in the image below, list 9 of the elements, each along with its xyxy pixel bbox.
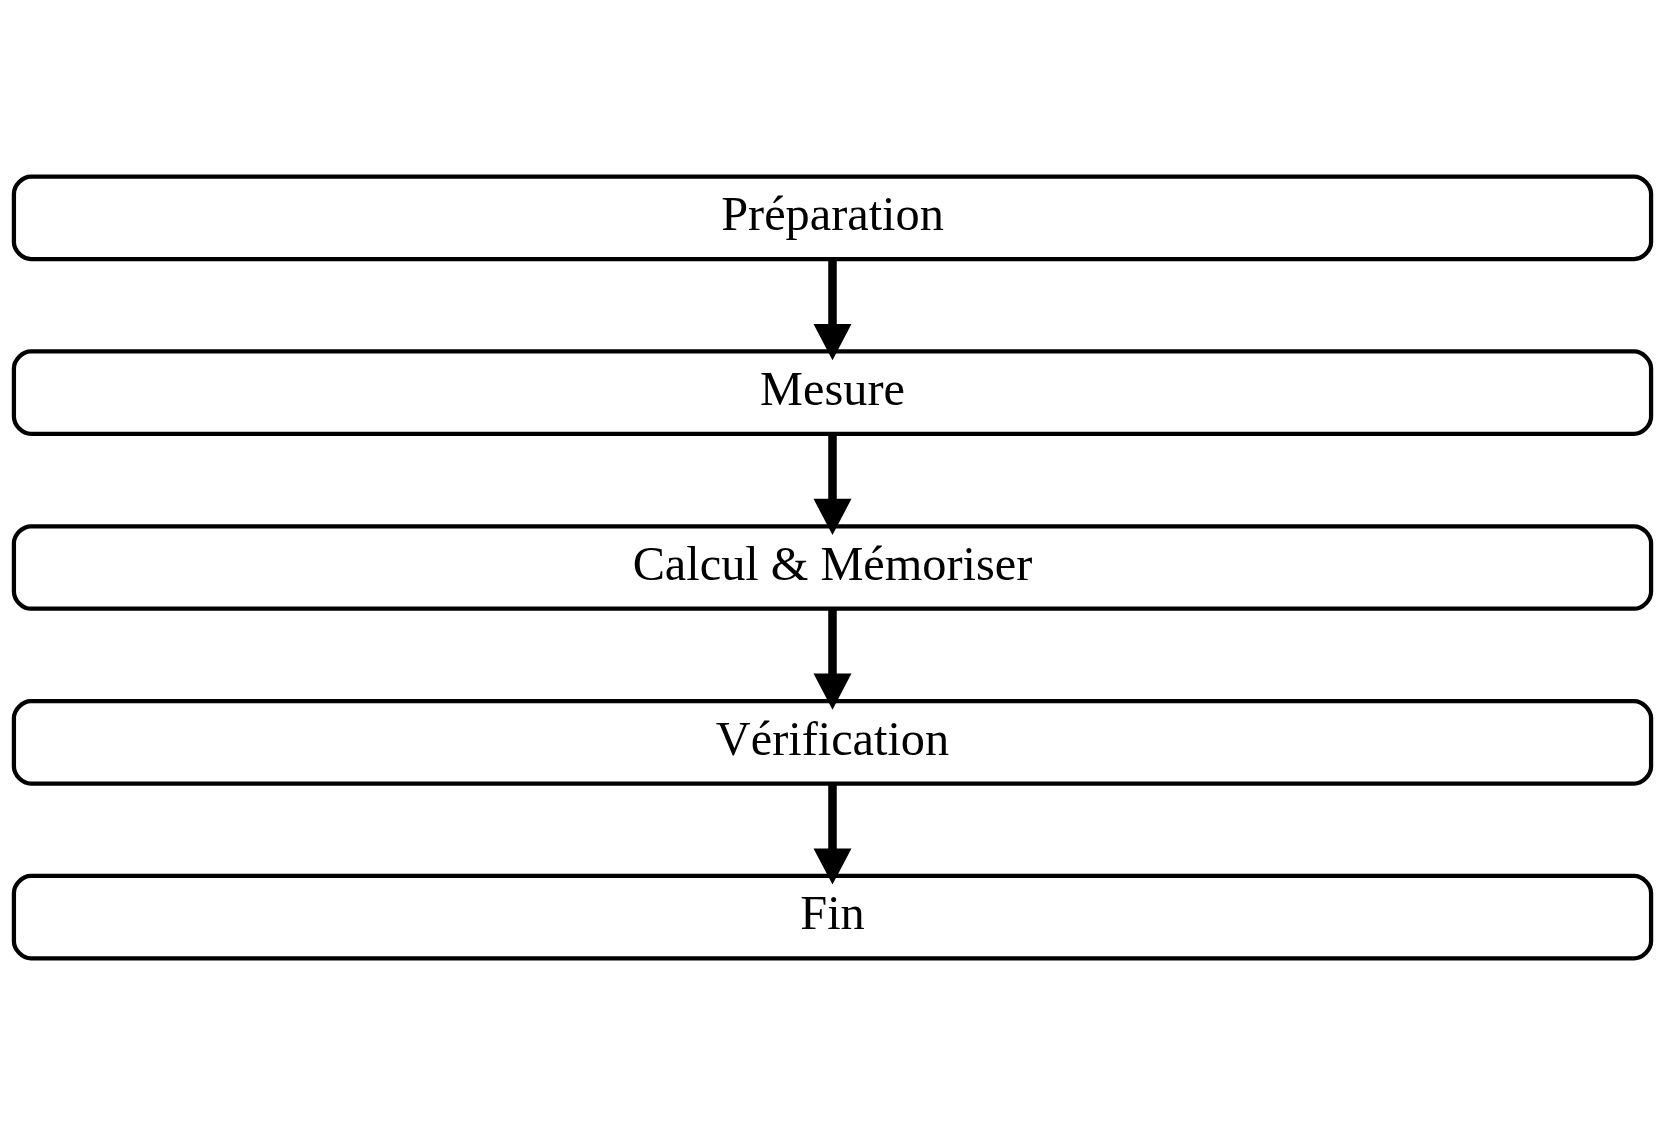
node-box: Calcul & Mémoriser xyxy=(11,523,1654,611)
arrow xyxy=(813,258,852,360)
node-box: Vérification xyxy=(11,698,1654,786)
arrow xyxy=(813,783,852,885)
arrow xyxy=(813,433,852,535)
node-box: Mesure xyxy=(11,348,1654,436)
node-box: Préparation xyxy=(11,174,1654,261)
node-box: Fin xyxy=(11,873,1654,960)
arrow xyxy=(813,608,852,710)
